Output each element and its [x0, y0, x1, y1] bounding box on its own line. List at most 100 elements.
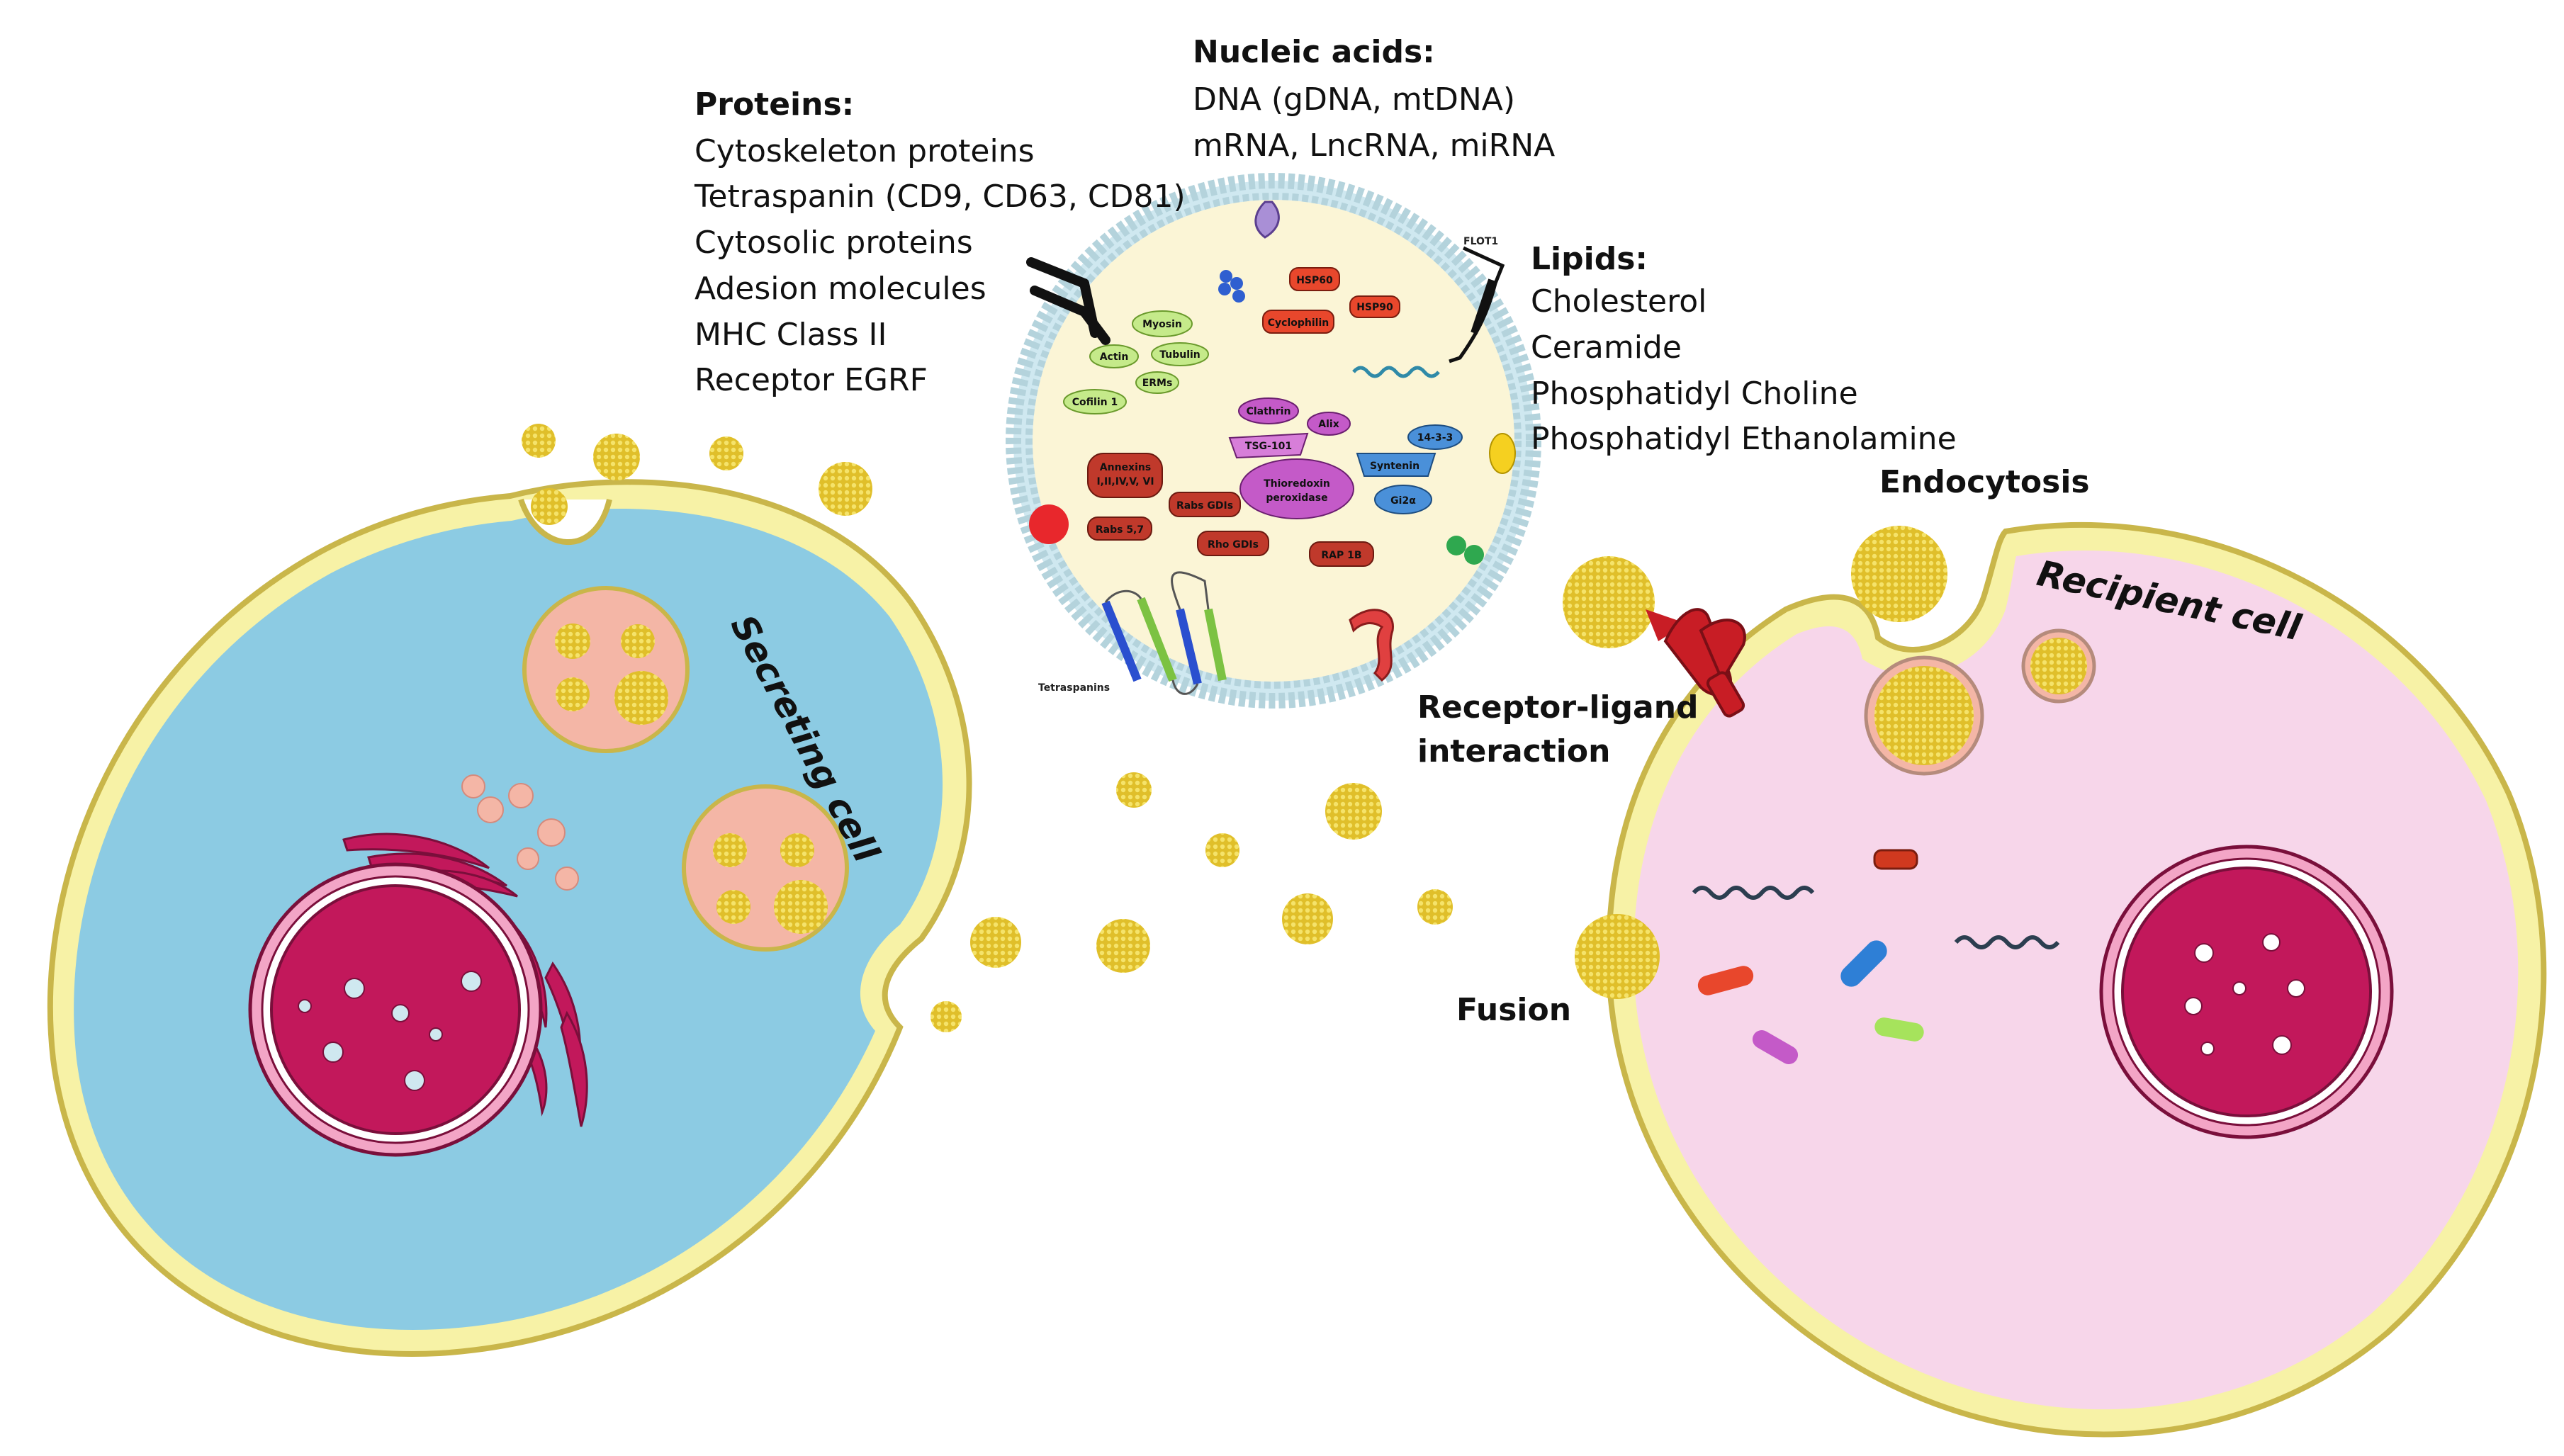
delivered-rna [1692, 886, 1815, 900]
intraluminal-vesicle [713, 833, 747, 867]
intraluminal-vesicle [780, 833, 814, 867]
nuclear-pores [2184, 933, 2305, 1056]
exosome [1096, 919, 1150, 973]
exosome [930, 1001, 962, 1032]
protein-item: Adesion molecules [695, 271, 986, 307]
molecule-cluster [1218, 270, 1245, 303]
intraluminal-vesicle [716, 890, 750, 924]
exosome [531, 488, 568, 525]
hsp60 [1289, 267, 1340, 291]
receptor-ligand-label: interaction [1417, 733, 1610, 769]
rabs-gdis [1169, 492, 1241, 517]
svg-text:14-3-3: 14-3-3 [1417, 432, 1454, 444]
recipient-cell-cytoplasm [1634, 551, 2519, 1410]
svg-text:Cyclophilin: Cyclophilin [1268, 317, 1329, 329]
lipid-item: Phosphatidyl Ethanolamine [1531, 421, 1957, 457]
pink-vesicle [517, 847, 539, 870]
intraluminal-vesicle [555, 623, 590, 659]
secreting-cell: Secreting cell [47, 479, 972, 1357]
nucleic-acid-item: DNA (gDNA, mtDNA) [1193, 81, 1515, 118]
proteins-list: Proteins: Cytoskeleton proteins Tetraspa… [694, 86, 1186, 398]
membrane-transport-proteins: Annexins I,II,IV,V, VI Rabs GDIs Rabs 5,… [1087, 453, 1374, 567]
intraluminal-vesicle [556, 677, 590, 711]
surface-marker-green [1464, 545, 1484, 565]
annexins [1087, 453, 1163, 498]
intraluminal-vesicle [621, 624, 655, 658]
pink-vesicle [477, 796, 504, 823]
svg-text:Cofilin 1: Cofilin 1 [1072, 397, 1118, 408]
pink-vesicle [555, 867, 579, 891]
recipient-cell: Recipient cell [1605, 521, 2547, 1438]
surface-marker-green [1446, 536, 1466, 555]
lipid-item: Phosphatidyl Choline [1531, 376, 1858, 412]
hsp90 [1349, 295, 1400, 318]
svg-text:Myosin: Myosin [1142, 319, 1182, 330]
adhesion-receptor [1026, 257, 1110, 345]
ligand-exosome [1563, 556, 1655, 648]
svg-text:FLOT1: FLOT1 [1463, 236, 1498, 247]
protein-item: Tetraspanin (CD9, CD63, CD81) [694, 179, 1186, 215]
rabs-5-7 [1087, 517, 1152, 541]
cyclophilin [1262, 310, 1334, 334]
svg-text:I,II,IV,V, VI: I,II,IV,V, VI [1096, 476, 1154, 487]
exosome [709, 436, 743, 470]
exosome [522, 424, 556, 458]
svg-text:TSG-101: TSG-101 [1245, 441, 1292, 452]
erms [1135, 371, 1179, 394]
tsg-101 [1228, 432, 1309, 459]
lipids-list: Lipids: Cholesterol Ceramide Phosphatidy… [1531, 241, 1957, 457]
intraluminal-vesicle [774, 880, 828, 934]
thioredoxin-peroxidase [1239, 458, 1354, 519]
protein-item: Cytosolic proteins [695, 225, 973, 261]
membrane-receptor [1663, 608, 1746, 718]
alix [1307, 412, 1351, 436]
endocytosis-label: Endocytosis [1879, 464, 2090, 500]
receptor-ligand-label: Receptor-ligand [1417, 689, 1699, 726]
surface-marker-red [1029, 504, 1069, 544]
protein-item: Receptor EGRF [695, 362, 928, 398]
fusion-label: Fusion [1456, 992, 1571, 1028]
exosome [1282, 893, 1333, 944]
pink-vesicle [508, 783, 534, 808]
lipid-item: Ceramide [1531, 329, 1682, 366]
recipient-nucleus [2121, 867, 2372, 1117]
lipid-item: Cholesterol [1531, 283, 1706, 320]
endocytosing-exosome [1851, 526, 1947, 622]
svg-text:Gi2α: Gi2α [1390, 495, 1416, 507]
heat-shock-proteins: HSP60 HSP90 Cyclophilin [1262, 267, 1400, 334]
multivesicular-body [522, 586, 690, 753]
syntenin [1356, 453, 1436, 477]
svg-text:Alix: Alix [1318, 419, 1339, 430]
svg-text:Actin: Actin [1100, 351, 1129, 363]
svg-text:Rabs 5,7: Rabs 5,7 [1096, 524, 1144, 536]
escrt-proteins: Clathrin Alix TSG-101 Thioredoxin peroxi… [1228, 397, 1354, 519]
delivered-protein [1752, 1030, 1799, 1064]
protein-item: Cytoskeleton proteins [695, 133, 1035, 169]
pink-vesicle [461, 774, 485, 798]
nucleic-acids-heading: Nucleic acids: [1193, 34, 1435, 70]
svg-text:Thioredoxin: Thioredoxin [1264, 478, 1330, 490]
exosome [1205, 833, 1239, 867]
svg-text:Annexins: Annexins [1100, 462, 1151, 473]
surface-receptor [1254, 201, 1280, 239]
pink-vesicle [537, 818, 566, 847]
tubulin [1151, 342, 1209, 366]
protein-item: MHC Class II [695, 317, 887, 353]
ligand [1646, 609, 1687, 641]
intraluminal-vesicle [614, 671, 668, 725]
signal-transduction-proteins: 14-3-3 Syntenin Gi2α [1356, 424, 1463, 514]
svg-text:peroxidase: peroxidase [1266, 492, 1327, 504]
svg-text:ERMs: ERMs [1142, 378, 1173, 389]
surface-marker-yellow [1489, 433, 1516, 474]
gi2-alpha [1374, 485, 1432, 514]
delivered-rna [1954, 935, 2060, 949]
cytoskeleton-proteins: Myosin Actin Tubulin ERMs Cofilin 1 [1063, 310, 1209, 414]
exosome [1116, 772, 1152, 808]
protein-14-3-3 [1407, 424, 1463, 450]
fusing-exosome [1575, 914, 1660, 999]
svg-text:Rho GDIs: Rho GDIs [1208, 539, 1259, 551]
clathrin [1238, 397, 1299, 424]
exosome [819, 462, 872, 516]
tetraspanins: Tetraspanins [1038, 571, 1227, 695]
delivered-protein [1697, 966, 1754, 995]
